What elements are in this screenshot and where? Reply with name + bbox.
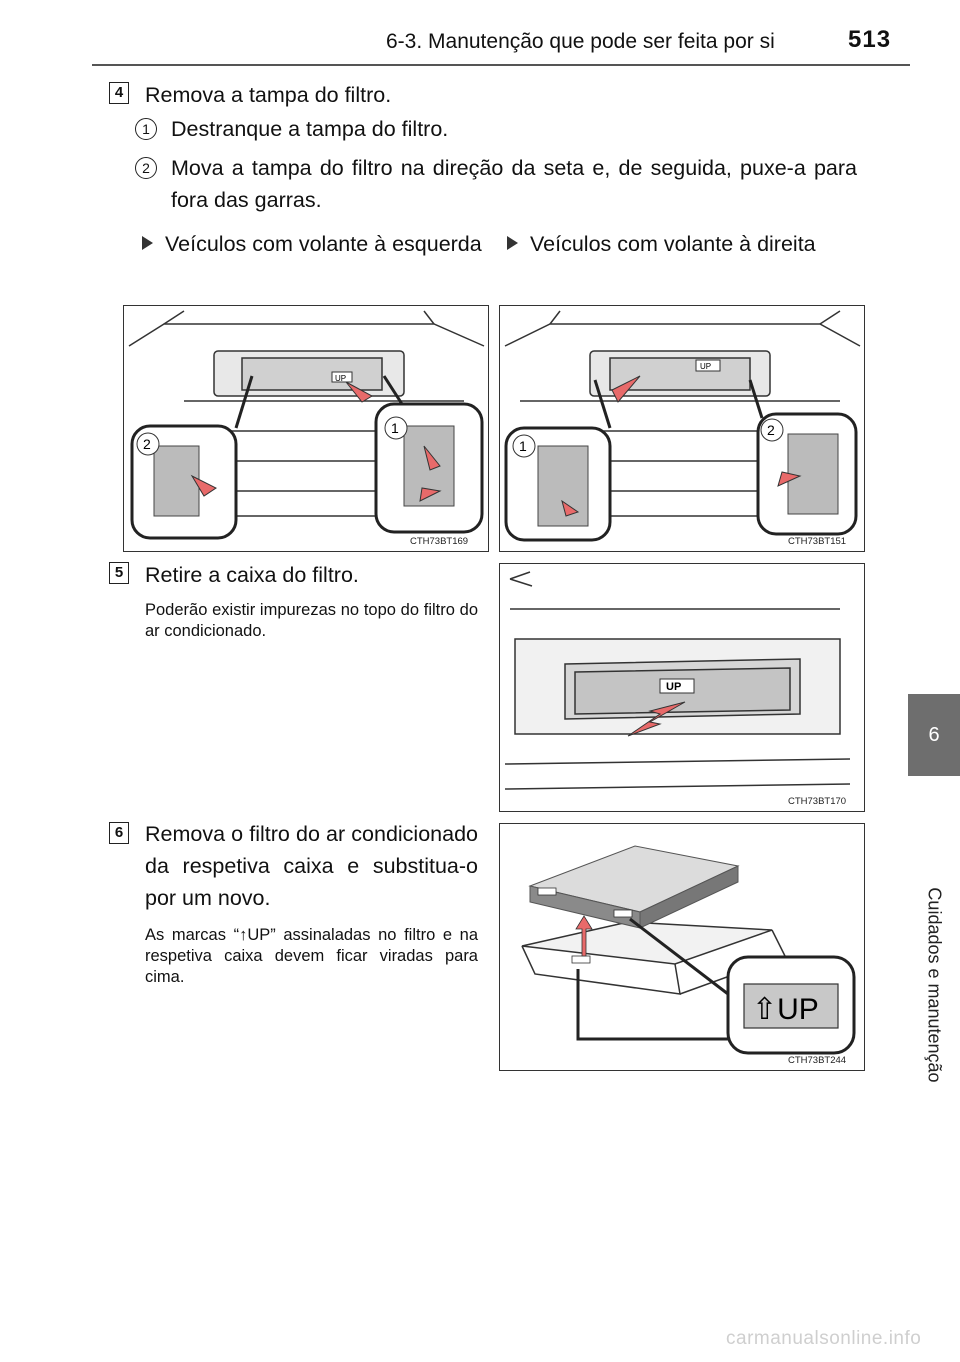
step-6-title: Remova o filtro do ar condicionado da re…: [145, 822, 478, 910]
illustration-rhd: UP 1 2: [504, 310, 861, 542]
substep-number-2: 2: [135, 157, 157, 179]
up-tag-text: UP: [700, 362, 711, 371]
figure-filter-replacement: ⇧UP CTH73BT244: [499, 823, 865, 1071]
variant-left-heading: Veículos com volante à esquerda: [142, 228, 490, 260]
watermark: carmanualsonline.info: [726, 1328, 922, 1349]
up-tag-text: UP: [666, 681, 681, 693]
callout-2: 2: [767, 422, 775, 438]
substep-number-1: 1: [135, 118, 157, 140]
illustration-filter-case: UP: [504, 571, 851, 790]
step-6-note: As marcas “↑UP” assinaladas no filtro e …: [145, 926, 478, 986]
variant-left-label: Veículos com volante à esquerda: [165, 232, 482, 256]
step-number-4: 4: [109, 82, 129, 104]
up-tag-text: UP: [335, 374, 346, 383]
step-number-5: 5: [109, 562, 129, 584]
up-tag-large-text: ⇧UP: [752, 993, 819, 1026]
step-5-title: Retire a caixa do filtro.: [145, 563, 359, 587]
section-title: 6-3. Manutenção que pode ser feita por s…: [386, 30, 775, 53]
substep-2-text: Mova a tampa do filtro na direção da set…: [171, 156, 857, 212]
callout-1: 1: [391, 420, 399, 436]
chapter-tab[interactable]: 6: [908, 694, 960, 776]
chapter-label: Cuidados e manutenção: [924, 887, 945, 1083]
variant-right-heading: Veículos com volante à direita: [507, 228, 867, 260]
callout-2: 2: [143, 436, 151, 452]
page-number: 513: [848, 26, 892, 53]
step-4-title: Remova a tampa do filtro.: [145, 83, 392, 107]
variant-right-label: Veículos com volante à direita: [530, 232, 816, 256]
triangle-bullet-icon: [142, 236, 153, 251]
step-5-note: Poderão existir impurezas no topo do fil…: [145, 601, 478, 640]
figure-code: CTH73BT169: [410, 536, 469, 547]
figure-lhd-filter-cover: UP 2 1 CTH73BT169: [123, 305, 489, 552]
triangle-bullet-icon: [507, 236, 518, 251]
callout-1: 1: [519, 438, 527, 454]
figure-code: CTH73BT244: [788, 1055, 847, 1066]
header-rule: [92, 64, 910, 66]
figure-code: CTH73BT151: [788, 536, 847, 547]
figure-code: CTH73BT170: [788, 796, 847, 807]
substep-1-text: Destranque a tampa do filtro.: [171, 117, 449, 141]
illustration-lhd: UP 2 1: [128, 310, 485, 540]
step-number-6: 6: [109, 822, 129, 844]
illustration-filter-replacement: ⇧UP: [521, 845, 856, 1055]
figure-rhd-filter-cover: UP 1 2 CTH73BT151: [499, 305, 865, 552]
figure-filter-case: UP CTH73BT170: [499, 563, 865, 812]
